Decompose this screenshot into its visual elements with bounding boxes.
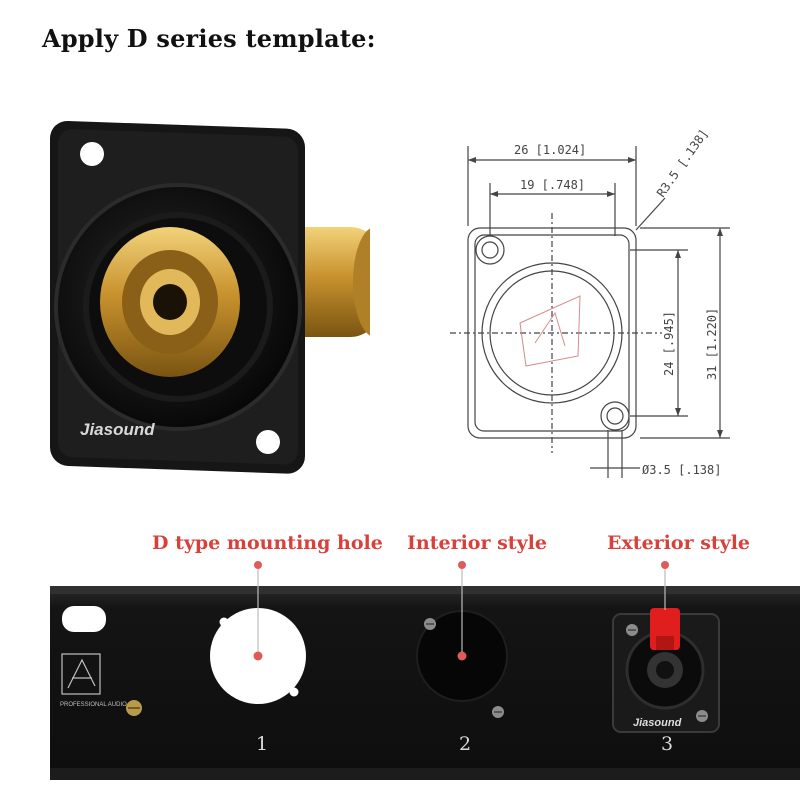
dim-width-outer: 26 [1.024] (514, 143, 586, 157)
panel-logo-icon (61, 653, 101, 695)
rack-ear-slot (62, 606, 106, 632)
dim-width-inner: 19 [.748] (520, 178, 585, 192)
mount-hole-bottom (256, 430, 280, 454)
dim-height-inner: 24 [.945] (662, 311, 676, 376)
product-brand-label: Jiasound (80, 420, 155, 439)
slot-number-3: 3 (661, 733, 673, 755)
module-brand-label: Jiasound (633, 717, 682, 729)
connector-photo: Jiasound (50, 120, 370, 474)
panel-logo-text: PROFESSIONAL AUDIO (60, 702, 127, 708)
dim-height-outer: 31 [1.220] (705, 308, 719, 380)
dimension-drawing: 26 [1.024] 19 [.748] R3.5 [.138] 24 [.94… (450, 127, 730, 478)
slot-number-2: 2 (459, 733, 471, 755)
slot-number-1: 1 (256, 733, 268, 755)
callout-interior: Interior style (407, 532, 547, 554)
callout-exterior: Exterior style (607, 532, 751, 554)
rack-panel-photo: PROFESSIONAL AUDIO Jiasound 1 2 3 (50, 561, 800, 780)
page-title: Apply D series template: (42, 24, 376, 53)
dim-radius: R3.5 [.138] (654, 127, 711, 200)
mount-hole-top (80, 142, 104, 166)
logo-mark (519, 295, 581, 367)
dim-hole: Ø3.5 [.138] (642, 463, 721, 477)
callout-d-type: D type mounting hole (152, 532, 383, 554)
